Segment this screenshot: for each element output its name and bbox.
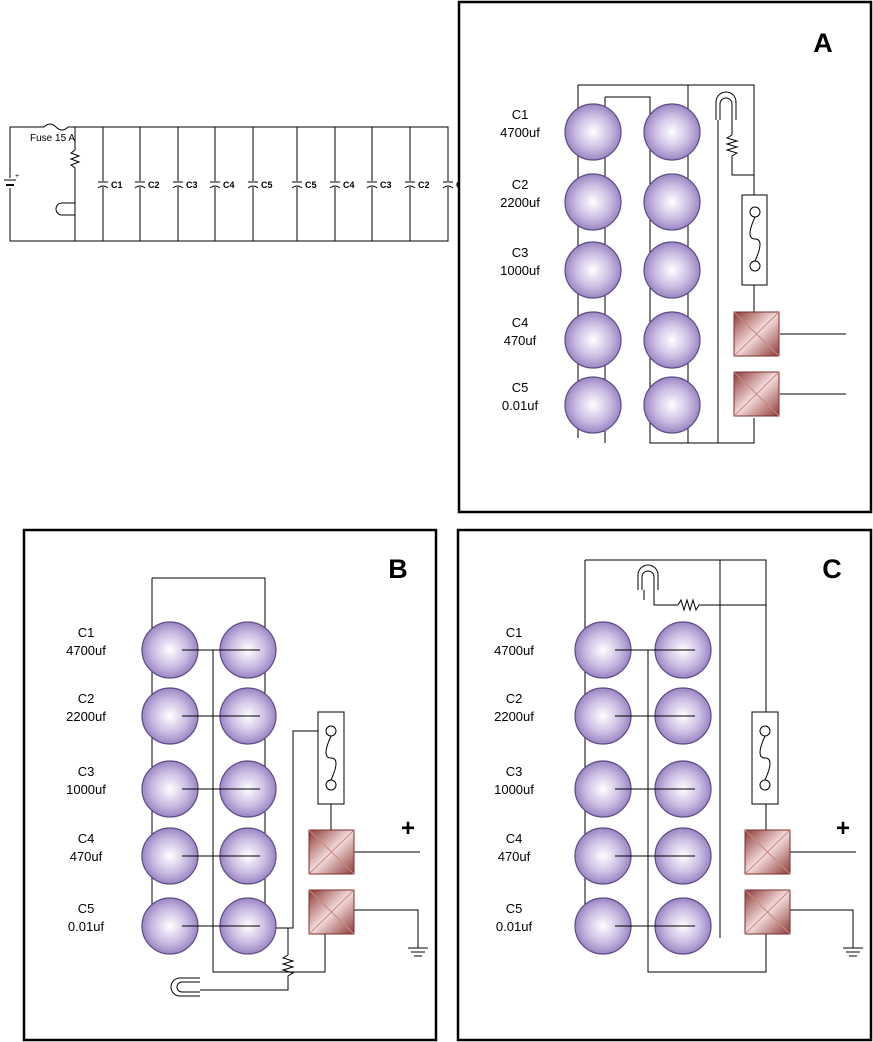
capacitor-can [564,173,622,231]
positive-terminal [308,829,355,875]
capacitor-can [643,376,701,434]
capacitor-name-label: C4 [78,831,95,846]
schematic-capacitor: C4 [329,127,355,241]
fuse-icon [751,711,779,805]
capacitor-can [643,241,701,299]
capacitor-can [564,241,622,299]
fuse-icon [317,711,345,805]
capacitor-can [643,103,701,161]
ground-icon [843,947,863,957]
negative-terminal [733,371,780,417]
capacitor-name-label: C4 [506,831,523,846]
schematic-capacitor: C5 [291,127,317,241]
svg-text:+: + [15,173,19,180]
positive-terminal [744,829,791,875]
schematic-capacitor-label: C3 [186,180,198,190]
resistor-icon [725,134,754,176]
capacitor-value-label: 0.01uf [68,919,105,934]
capacitor-can [643,311,701,369]
capacitor-value-label: 470uf [498,849,531,864]
capacitor-name-label: C3 [506,764,523,779]
schematic-capacitor: C2 [134,127,160,241]
schematic-capacitor-label: C1 [111,180,123,190]
schematic-capacitor-label: C5 [305,180,317,190]
schematic-capacitor: C1 [97,127,123,241]
led-icon [170,977,200,997]
capacitor-value-label: 2200uf [500,195,540,210]
resistor-icon [677,598,766,612]
capacitor-can [564,311,622,369]
capacitor-value-label: 1000uf [500,263,540,278]
capacitor-name-label: C1 [506,625,523,640]
schematic-capacitor-label: C5 [261,180,273,190]
capacitor-value-label: 470uf [70,849,103,864]
capacitor-value-label: 1000uf [66,782,106,797]
capacitor-name-label: C3 [512,245,529,260]
negative-terminal [744,889,791,935]
schematic-capacitor: C4 [209,127,235,241]
capacitor-value-label: 4700uf [494,643,534,658]
negative-terminal [308,889,355,935]
panel-c-title: C [822,554,842,584]
panel-a-title: A [813,28,833,58]
led-icon [715,91,737,120]
capacitor-name-label: C2 [78,691,95,706]
capacitor-name-label: C5 [506,901,523,916]
capacitor-value-label: 4700uf [500,125,540,140]
resistor-icon [69,149,81,195]
capacitor-name-label: C1 [78,625,95,640]
fuse-icon [43,123,69,131]
panel-b: B + [22,528,438,1042]
schematic-capacitor-label: C2 [418,180,430,190]
schematic-capacitor: C2 [404,127,430,241]
capacitor-name-label: C2 [512,177,529,192]
schematic-capacitor-label: C3 [380,180,392,190]
capacitor-name-label: C4 [512,315,529,330]
schematic-capacitor-label: C2 [148,180,160,190]
capacitor-value-label: 2200uf [494,709,534,724]
capacitor-name-label: C5 [78,901,95,916]
schematic-capacitor: C3 [366,127,392,241]
ground-icon [408,947,428,957]
panel-a: A [457,0,873,514]
capacitor-value-label: 2200uf [66,709,106,724]
capacitor-can [564,103,622,161]
capacitor-can [564,376,622,434]
led-icon [637,564,659,590]
panel-b-plus-label: + [401,815,415,842]
schematic: + Fuse 15 A C1C2C3C4C5C5C4C3C2C1 [3,123,468,242]
panel-b-title: B [388,554,408,584]
capacitor-name-label: C2 [506,691,523,706]
schematic-capacitor-label: C4 [343,180,355,190]
capacitor-name-label: C1 [512,107,529,122]
capacitor-name-label: C5 [512,380,529,395]
panel-c-plus-label: + [836,815,850,842]
capacitor-value-label: 1000uf [494,782,534,797]
schematic-capacitor-label: C4 [223,180,235,190]
capacitor-value-label: 0.01uf [502,398,539,413]
capacitor-value-label: 0.01uf [496,919,533,934]
capacitor-can [643,173,701,231]
battery-icon: + [3,173,19,188]
fuse-icon [741,194,768,286]
capacitor-value-label: 4700uf [66,643,106,658]
fuse-label: Fuse 15 A [30,133,75,144]
schematic-capacitor: C3 [172,127,198,241]
led-icon [55,202,75,216]
positive-terminal [733,311,780,357]
panel-c: C + [456,528,873,1042]
capacitor-value-label: 470uf [504,333,537,348]
capacitor-name-label: C3 [78,764,95,779]
resistor-icon [200,954,295,991]
schematic-capacitor: C5 [247,127,273,241]
